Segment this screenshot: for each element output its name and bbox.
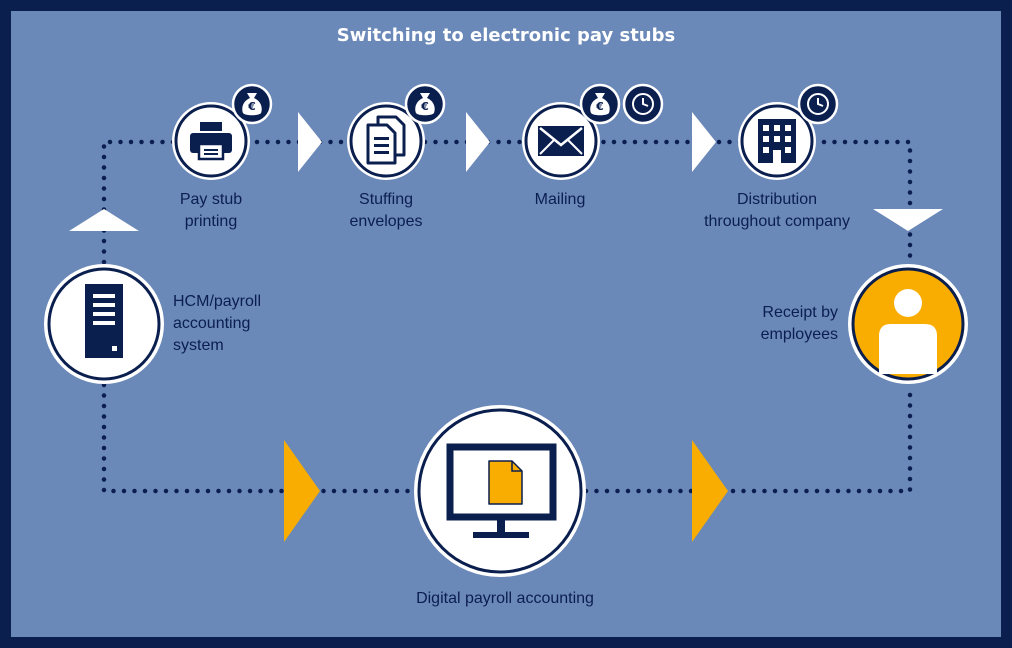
diagram-title: Switching to electronic pay stubs xyxy=(337,25,675,46)
flow-arrow-1 xyxy=(298,112,322,172)
flow-arrow-2 xyxy=(466,112,490,172)
svg-text:€: € xyxy=(247,100,256,113)
hcm-node xyxy=(44,264,164,384)
employee-icon xyxy=(879,289,937,374)
digital-node xyxy=(414,405,586,577)
svg-text:€: € xyxy=(420,100,429,113)
digital-arrow-2 xyxy=(692,440,728,542)
euro-money-bag-icon: € xyxy=(404,83,446,125)
label-receipt: Receipt by employees xyxy=(760,304,838,343)
receipt-node xyxy=(848,264,968,384)
flow-arrow-up xyxy=(69,209,139,231)
envelope-icon xyxy=(538,126,584,156)
printing-node xyxy=(172,102,250,180)
digital-arrow-1 xyxy=(284,440,320,542)
clock-icon xyxy=(622,83,664,125)
label-hcm: HCM/payroll accounting system xyxy=(173,293,262,354)
euro-money-bag-icon: € xyxy=(231,83,273,125)
distribution-node xyxy=(738,102,816,180)
server-icon xyxy=(85,284,123,358)
dotted-connectors xyxy=(101,139,913,494)
label-printing: Pay stub printing xyxy=(179,191,243,230)
label-digital: Digital payroll accounting xyxy=(416,590,594,607)
euro-money-bag-icon: € xyxy=(579,83,621,125)
flow-arrow-down xyxy=(873,209,943,231)
label-distribution: Distribution throughout company xyxy=(704,191,850,230)
svg-text:€: € xyxy=(595,100,604,113)
mailing-node xyxy=(522,102,600,180)
office-building-icon xyxy=(758,119,796,163)
label-mailing: Mailing xyxy=(534,191,586,208)
stuffing-node xyxy=(347,102,425,180)
monitor-document-icon xyxy=(446,443,557,538)
clock-icon xyxy=(797,83,839,125)
flow-arrow-3 xyxy=(692,112,716,172)
label-stuffing: Stuffing envelopes xyxy=(349,191,423,230)
documents-icon xyxy=(366,115,406,165)
printer-icon xyxy=(190,122,232,161)
